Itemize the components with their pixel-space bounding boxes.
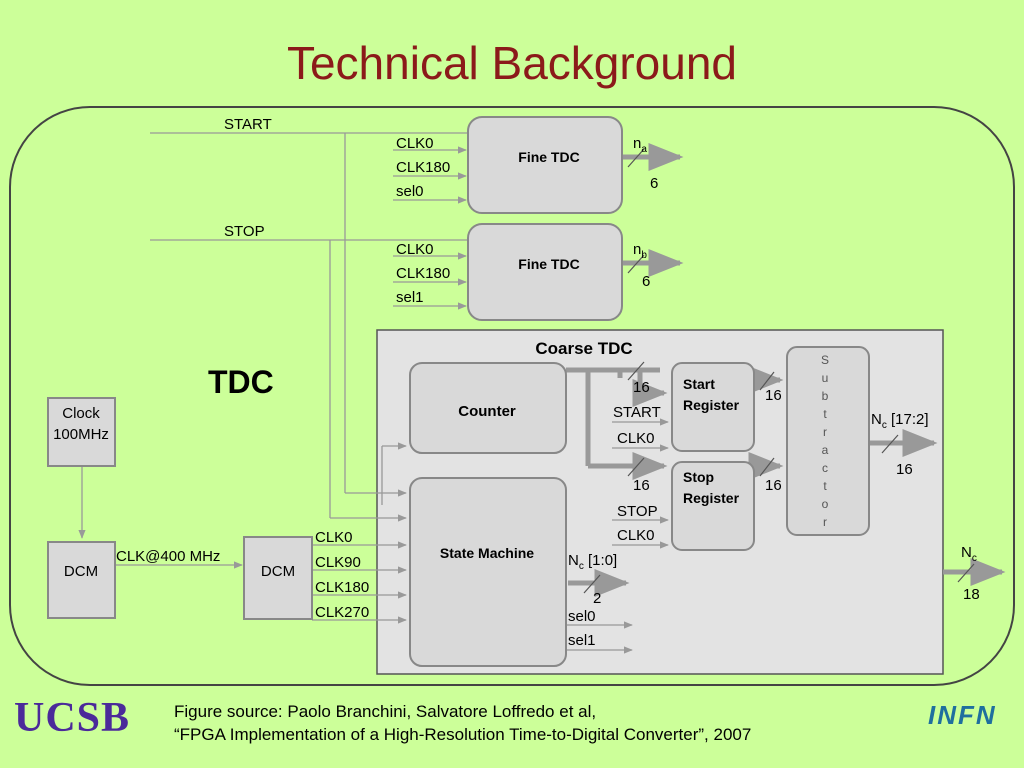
subtractor-letter: a (822, 443, 829, 457)
fine-tdc-a-label: Fine TDC (518, 149, 579, 165)
nc-range-label: Nc [17:2] (871, 411, 929, 431)
stop-reg-width: 16 (765, 477, 782, 494)
dcm-1-label: DCM (64, 563, 98, 580)
clock-block (47, 397, 116, 467)
nb-width: 6 (642, 273, 650, 290)
nc-out-label: Nc (961, 544, 977, 564)
clock-label-1: Clock (62, 405, 100, 422)
signal-labels: START STOP CLK0 CLK180 sel0 CLK0 CLK180 … (116, 116, 661, 649)
counter-width-start: 16 (633, 379, 650, 396)
dcm-clk0-label: CLK0 (315, 529, 353, 546)
start-register-label-1: Start (683, 376, 715, 392)
clk400-label: CLK@400 MHz (116, 548, 220, 565)
fine-tdc-a-block (467, 116, 623, 214)
subtractor-letter: r (823, 515, 827, 529)
dcm-clk90-label: CLK90 (315, 554, 361, 571)
fine-b-clk180-label: CLK180 (396, 265, 450, 282)
state-machine-block (409, 477, 567, 667)
subtractor-letter: r (823, 425, 827, 439)
dcm-2-label: DCM (261, 563, 295, 580)
figure-source-line-2: “FPGA Implementation of a High-Resolutio… (174, 725, 752, 744)
fine-tdc-b-label: Fine TDC (518, 256, 579, 272)
nb-label: nb (633, 241, 647, 261)
out-width: 18 (963, 586, 980, 603)
sm-width: 2 (593, 590, 601, 607)
stop-register-label-1: Stop (683, 469, 714, 485)
reg-stop-clk0-label: CLK0 (617, 527, 655, 544)
subtractor-letter: b (822, 389, 829, 403)
start-label: START (224, 116, 272, 133)
fine-a-sel0-label: sel0 (396, 183, 424, 200)
subtractor-label: S u b t r a c t o r (821, 353, 829, 529)
figure-source: Figure source: Paolo Branchini, Salvator… (174, 700, 751, 746)
figure-source-line-1: Figure source: Paolo Branchini, Salvator… (174, 702, 597, 721)
sm-range-label: Nc [1:0] (568, 552, 617, 572)
sm-sel0-label: sel0 (568, 608, 596, 625)
counter-width-stop: 16 (633, 477, 650, 494)
na-label: na (633, 135, 647, 155)
dcm-clk270-label: CLK270 (315, 604, 369, 621)
fine-b-clk0-label: CLK0 (396, 241, 434, 258)
counter-block (409, 362, 567, 454)
ucsb-logo: UCSB (14, 695, 131, 741)
reg-start-label: START (613, 404, 661, 421)
sm-sel1-label: sel1 (568, 632, 596, 649)
outer-frame (9, 106, 1015, 686)
na-width: 6 (650, 175, 658, 192)
subtractor-letter: t (823, 479, 827, 493)
state-machine-label: State Machine (440, 545, 534, 561)
start-reg-width: 16 (765, 387, 782, 404)
fine-tdc-b-block (467, 223, 623, 321)
subtractor-letter: t (823, 407, 827, 421)
start-register-block (671, 362, 755, 452)
fine-b-sel1-label: sel1 (396, 289, 424, 306)
fine-a-clk0-label: CLK0 (396, 135, 434, 152)
infn-logo: INFN (928, 700, 997, 730)
subtractor-letter: c (822, 461, 828, 475)
stop-register-block (671, 461, 755, 551)
clock-label-2: 100MHz (53, 426, 109, 443)
stop-label: STOP (224, 223, 265, 240)
bus-labels: na 6 nb 6 16 16 16 16 Nc [17:2] 16 Nc [1… (568, 135, 980, 607)
dcm-clk180-label: CLK180 (315, 579, 369, 596)
slide-title: Technical Background (286, 37, 738, 89)
subtractor-letter: S (821, 353, 829, 367)
fine-a-clk180-label: CLK180 (396, 159, 450, 176)
dcm-1-block (47, 541, 116, 619)
subtractor-letter: u (822, 371, 829, 385)
reg-start-clk0-label: CLK0 (617, 430, 655, 447)
tdc-label: TDC (208, 364, 274, 400)
reg-stop-label: STOP (617, 503, 658, 520)
nc-width: 16 (896, 461, 913, 478)
coarse-tdc-title: Coarse TDC (535, 339, 632, 358)
stop-register-label-2: Register (683, 490, 740, 506)
counter-label: Counter (458, 403, 516, 420)
dcm-2-block (243, 536, 313, 620)
subtractor-letter: o (822, 497, 829, 511)
subtractor-block (786, 346, 870, 536)
start-register-label-2: Register (683, 397, 740, 413)
